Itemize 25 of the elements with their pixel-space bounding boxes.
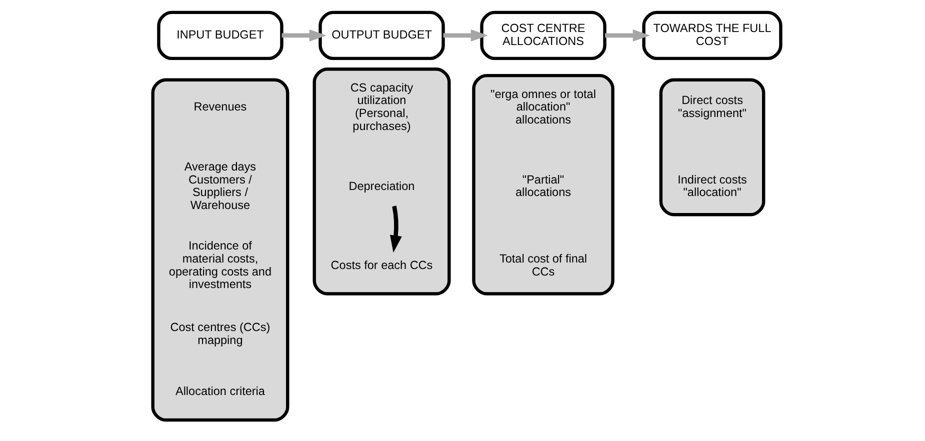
node-text: Revenues (194, 100, 247, 114)
arrow (282, 29, 326, 42)
arrow (443, 29, 488, 42)
cluster (659, 78, 766, 216)
node-text: "Partial" allocations (515, 173, 572, 200)
node-box: OUTPUT BUDGET (318, 10, 445, 60)
node-text: "erga omnes or total allocation" allocations (490, 88, 596, 126)
node-text: Allocation criteria (175, 385, 265, 398)
cluster (151, 78, 290, 422)
node-text: Costs for each CCs (330, 258, 433, 272)
node-text: Depreciation (348, 180, 415, 193)
arrow (390, 206, 402, 253)
node-text: Direct costs "assignment" (678, 94, 746, 120)
cluster (312, 68, 451, 296)
node-text: Total cost of final CCs (499, 252, 588, 278)
node-text: Average days Customers / Suppliers / Warehouse (184, 160, 256, 212)
node-box: TOWARDS THE FULL COST (642, 10, 782, 60)
arrow (605, 29, 650, 42)
node-text: Incidence of material costs, operating costs and investments (168, 240, 272, 292)
node-text: Indirect costs "allocation" (678, 173, 747, 200)
node-text: CS capacity utilization (Personal, purchases) (350, 81, 414, 133)
cluster (472, 74, 614, 296)
node-box: INPUT BUDGET (157, 10, 284, 60)
node-text: Cost centres (CCs) mapping (170, 320, 270, 347)
node-box: COST CENTRE ALLOCATIONS (480, 10, 606, 60)
